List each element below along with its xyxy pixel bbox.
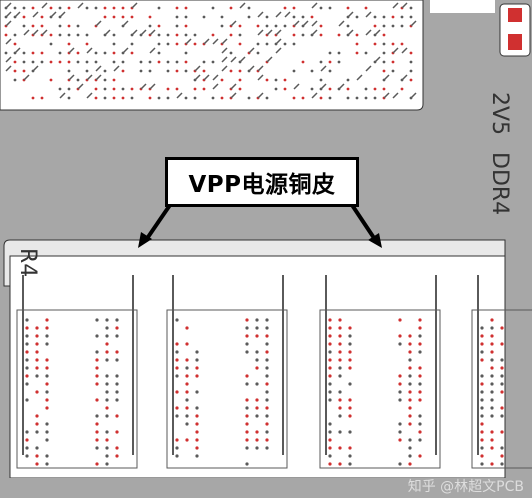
watermark: 知乎 @林超文PCB (407, 479, 524, 495)
arrow-left (138, 203, 172, 248)
pad-red-1 (508, 8, 522, 22)
upper-right-region (430, 0, 495, 13)
vpp-callout-label: VPP电源铜皮 (165, 157, 359, 207)
arrow-right (350, 203, 382, 248)
bga-pattern (16, 275, 532, 469)
via-pattern (4, 2, 417, 100)
silkscreen-r4: R4 (15, 248, 40, 278)
right-pad-block (499, 3, 531, 57)
silkscreen-ddr4: DDR4 (487, 152, 512, 216)
upper-component-region (0, 0, 424, 111)
bottom-copper (0, 478, 532, 498)
silkscreen-2v5: 2V5 (487, 92, 512, 136)
pad-red-2 (508, 34, 522, 50)
